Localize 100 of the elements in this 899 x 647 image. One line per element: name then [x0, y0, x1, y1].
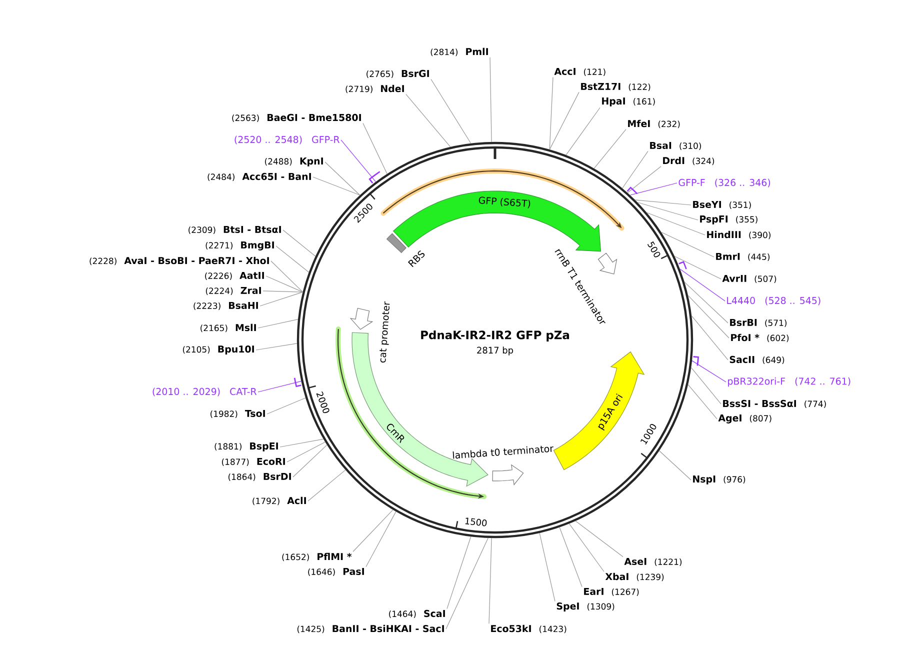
- cut-site-label: (2105) Bpu10I: [182, 345, 254, 354]
- cut-site-label: Eco53kI (1423): [491, 624, 566, 634]
- cut-site-label: AvrII (507): [722, 274, 776, 283]
- leader-line: [308, 470, 346, 502]
- leader-line: [575, 520, 624, 558]
- leader-line: [324, 162, 360, 196]
- cut-site-label: (1792) AclI: [252, 496, 306, 506]
- cut-site-label: (2226) AatII: [205, 272, 264, 280]
- leader-line: [446, 538, 488, 630]
- leader-line: [678, 261, 726, 302]
- cut-site-label: AccI (121): [554, 68, 606, 76]
- cut-site-label: (1425) BanII - BsiHKAI - SacI: [297, 624, 444, 634]
- leader-line: [266, 398, 306, 414]
- cut-site-label: (1864) BsrDI: [228, 472, 291, 481]
- leader-line: [637, 202, 698, 220]
- leader-line: [260, 292, 304, 306]
- cut-site-label: BmrI (445): [716, 252, 770, 261]
- cut-site-label: BsaI (310): [650, 142, 701, 150]
- cut-site-label: SpeI (1309): [556, 602, 614, 612]
- leader-line: [258, 318, 298, 328]
- scale-label: 2000: [316, 392, 330, 414]
- cut-site-label: (2719) NdeI: [346, 84, 404, 94]
- scale-label: 1500: [465, 518, 487, 526]
- cut-site-label: EarI (1267): [584, 588, 639, 596]
- cut-site-label: BssSI - BssSαI (774): [723, 400, 826, 408]
- cut-site-label: NspI (976): [693, 476, 746, 484]
- leader-line: [340, 140, 380, 184]
- leader-line: [627, 166, 662, 194]
- cut-site-label: BstZ17I (122): [581, 82, 650, 91]
- leader-line: [262, 290, 304, 292]
- cut-site-label: (2165) MslI: [200, 324, 256, 332]
- cut-site-label: MfeI (232): [628, 120, 680, 128]
- leader-line: [490, 57, 492, 142]
- cut-site-label: SacII (649): [730, 356, 784, 364]
- cut-site-label: (1464) ScaI: [389, 610, 445, 618]
- cut-site-label: (2228) AvaI - BsoBI - PaeR7I - XhoI: [90, 256, 269, 266]
- cut-site-label: AgeI (807): [718, 414, 772, 424]
- leader-line: [688, 384, 718, 420]
- leader-line: [634, 200, 692, 206]
- leader-line: [691, 316, 728, 360]
- cut-site-label: (1646) PasI: [308, 568, 364, 576]
- primer-label: (2010 .. 2029) CAT-R: [152, 388, 257, 396]
- leader-line: [352, 510, 394, 552]
- cut-site-label: (1881) BspEI: [214, 442, 278, 452]
- leader-line: [276, 246, 310, 273]
- leader-line: [660, 232, 714, 258]
- leader-line: [446, 536, 472, 610]
- leader-line: [539, 532, 556, 602]
- cut-site-label: HindIII (390): [707, 230, 770, 240]
- leader-line: [646, 212, 706, 236]
- leader-line: [690, 367, 722, 404]
- leader-line: [658, 450, 692, 480]
- cut-site-label: (1652) PflMI *: [282, 552, 352, 562]
- leader-line: [286, 442, 326, 462]
- leader-line: [280, 438, 324, 448]
- primer-label: (2520 .. 2548) GFP-R: [234, 136, 340, 144]
- leader-line: [626, 182, 678, 196]
- leader-line: [566, 107, 600, 156]
- cut-site-label: PfoI * (602): [731, 334, 789, 342]
- leader-line: [684, 282, 728, 324]
- leader-line: [674, 256, 722, 280]
- leader-line: [549, 92, 580, 150]
- leader-line: [258, 378, 302, 392]
- cut-site-label: HpaI (161): [602, 98, 655, 106]
- cut-site-label: (2224) ZraI: [206, 286, 261, 295]
- leader-line: [430, 78, 472, 144]
- primer-label: L4440 (528 .. 545): [727, 296, 820, 306]
- primer-label: GFP-F (326 .. 346): [678, 178, 770, 188]
- leader-line: [292, 444, 328, 478]
- cut-site-label: (2309) BtsI - BtsαI: [188, 226, 281, 234]
- leader-line: [312, 176, 360, 196]
- leader-line: [568, 523, 604, 572]
- cut-site-label: (2765) BsrGI: [366, 70, 429, 78]
- cut-site-label: (2271) BmgBI: [206, 242, 274, 250]
- leader-line: [256, 343, 298, 350]
- cut-site-label: BseYI (351): [693, 200, 751, 209]
- leader-line: [594, 129, 626, 169]
- cut-site-label: DrdI (324): [663, 156, 714, 166]
- cut-site-label: (2563) BaeGI - Bme1580I: [232, 114, 361, 122]
- cut-site-label: AseI (1221): [624, 558, 682, 566]
- leader-line: [282, 230, 316, 257]
- cut-site-label: XbaI (1239): [605, 572, 664, 582]
- cut-site-label: (2488) KpnI: [265, 158, 323, 166]
- cut-site-label: PspFI (355): [700, 216, 758, 224]
- cut-site-label: (2484) Acc65I - BanI: [208, 172, 311, 182]
- leader-line: [692, 356, 726, 382]
- leader-line: [406, 94, 451, 148]
- cut-site-label: (1877) EcoRI: [222, 458, 285, 466]
- leader-line: [270, 260, 304, 292]
- cut-site-label: (2814) PmlI: [430, 48, 488, 56]
- leader-line: [366, 511, 396, 568]
- cut-site-label: BsrBI (571): [730, 318, 786, 327]
- leader-line: [688, 295, 730, 338]
- leader-line: [488, 538, 492, 624]
- leader-line: [622, 150, 648, 189]
- cut-site-label: (2223) BsaHI: [194, 302, 258, 310]
- leader-line: [362, 122, 388, 174]
- cut-site-label: (1982) TsoI: [210, 410, 265, 418]
- leader-line: [559, 527, 582, 588]
- scale-label: 500: [648, 241, 660, 258]
